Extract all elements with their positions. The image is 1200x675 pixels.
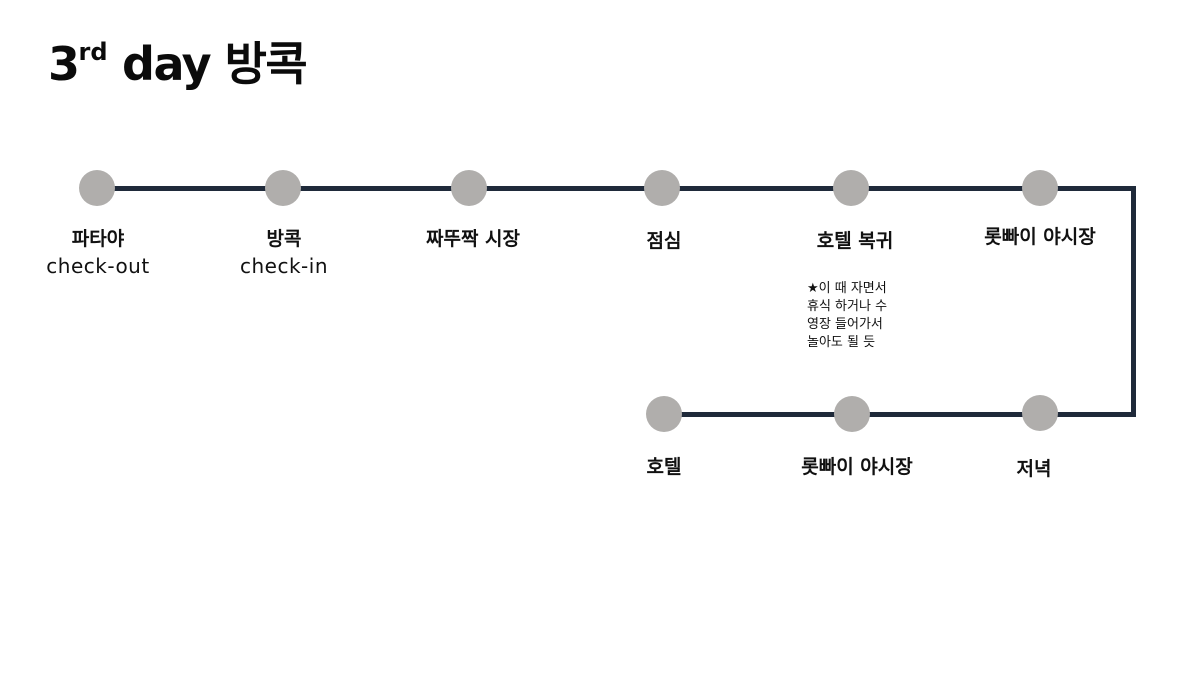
timeline-bottom-line: [663, 412, 1136, 417]
stop-label-pattaya: 파타야 check-out: [46, 228, 150, 278]
stop-marker-hotel-return: [833, 170, 869, 206]
rest-note: ★이 때 자면서 휴식 하거나 수 영장 들어가서 놀아도 될 듯: [807, 281, 888, 350]
stop-label-hotel-return: 호텔 복귀: [816, 230, 894, 252]
stop-label-dinner: 저녁: [1016, 458, 1052, 480]
timeline-right-connector: [1131, 186, 1136, 417]
stop-sublabel-checkout: check-out: [46, 254, 150, 278]
stop-marker-bangkok: [265, 170, 301, 206]
stop-sublabel-checkin: check-in: [239, 254, 329, 278]
stop-marker-dinner: [1022, 395, 1058, 431]
stop-marker-pattaya: [79, 170, 115, 206]
stop-label-rotfai-bottom: 롯빠이 야시장: [801, 456, 913, 478]
stop-marker-hotel: [646, 396, 682, 432]
stop-marker-chatuchak: [451, 170, 487, 206]
stop-label-bangkok: 방콕 check-in: [239, 228, 329, 278]
stop-marker-lunch: [644, 170, 680, 206]
stop-label-rotfai-top: 롯빠이 야시장: [984, 226, 1096, 248]
stop-marker-rotfai-bottom: [834, 396, 870, 432]
timeline-top-line: [97, 186, 1136, 191]
stop-marker-rotfai-top: [1022, 170, 1058, 206]
stop-label-lunch: 점심: [646, 230, 682, 252]
stop-label-hotel: 호텔: [646, 456, 682, 478]
stop-label-chatuchak: 짜뚜짝 시장: [425, 228, 521, 250]
page-title: 3rd day 방콕: [48, 37, 308, 91]
